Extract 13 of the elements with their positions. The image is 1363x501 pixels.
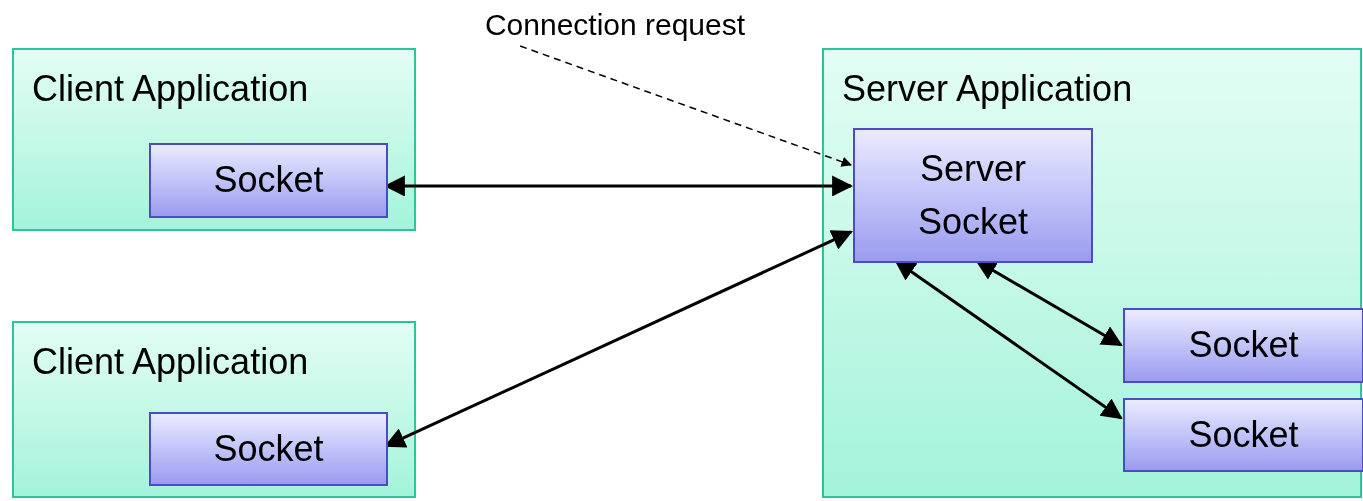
socket-box: Socket [1123, 398, 1363, 472]
application-box [822, 48, 1362, 498]
socket-box: Server Socket [853, 128, 1093, 263]
socket-box: Socket [1123, 308, 1363, 383]
box-title: Client Application [32, 67, 309, 111]
box-title: Server Application [842, 67, 1133, 111]
socket-box: Socket [149, 143, 388, 218]
application-box [12, 48, 416, 231]
box-title: Client Application [32, 340, 309, 384]
socket-box: Socket [149, 412, 388, 486]
dashed-arrow [519, 45, 852, 167]
annotation-text: Connection request [440, 6, 790, 46]
application-box [12, 321, 416, 498]
